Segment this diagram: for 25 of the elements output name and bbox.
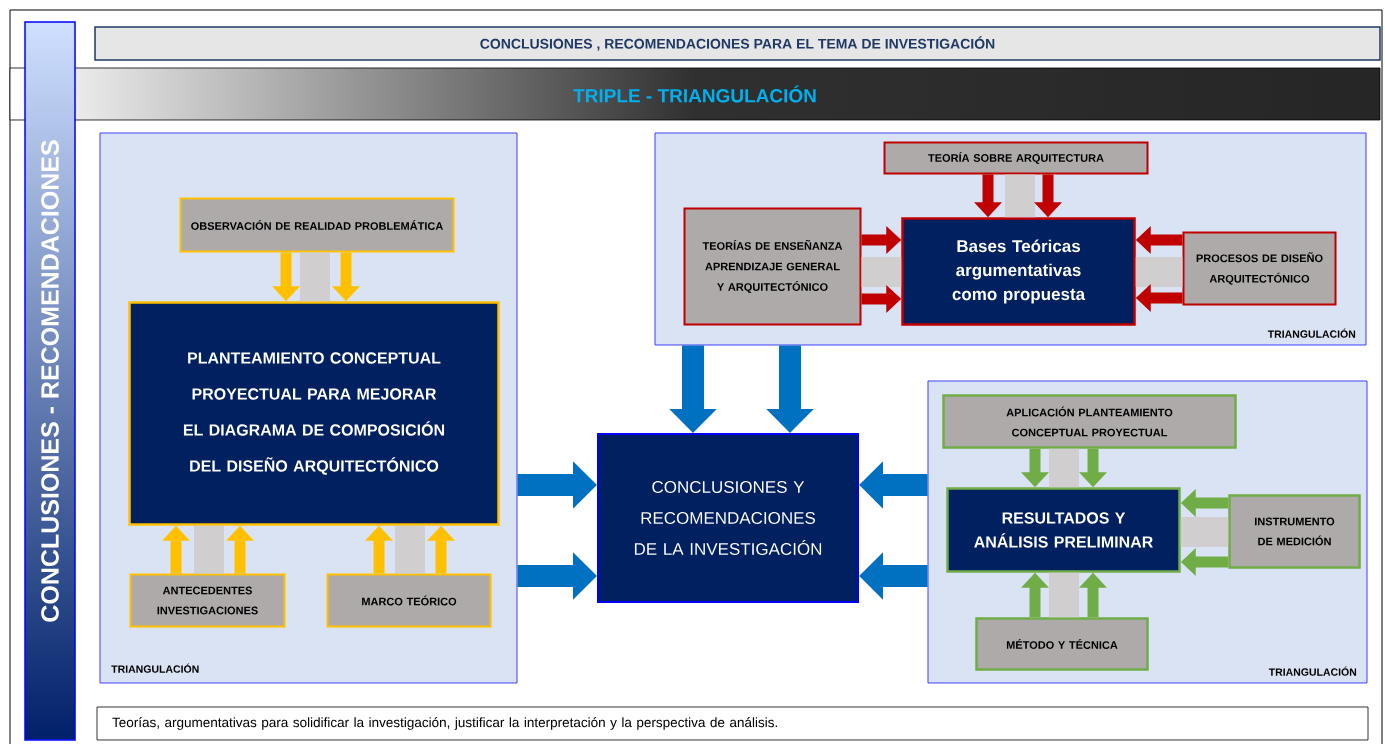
connector-band [1049,448,1079,488]
source-box: MARCO TEÓRICO [326,573,492,628]
note-box: Teorías, argumentativas para solidificar la investigación, justificar la interpretación y la perspectiva de análisis. [96,706,1369,741]
connector-band [861,257,902,287]
proposal-box: Bases Teóricas argumentativas como propuesta [901,217,1136,326]
connector-band [1180,517,1229,547]
source-box: ANTECEDENTES INVESTIGACIONES [129,573,286,628]
connector-band [1005,174,1035,218]
source-box: TEORÍA SOBRE ARQUITECTURA [883,141,1149,175]
source-box: INSTRUMENTO DE MEDICIÓN [1228,494,1361,569]
connector-band [395,525,425,574]
source-box: PROCESOS DE DISEÑO ARQUITECTÓNICO [1182,231,1337,306]
connector-band [1135,257,1183,287]
connector-band [300,252,330,302]
connector-band [194,525,224,574]
concept-box: PLANTEAMIENTO CONCEPTUAL PROYECTUAL PARA MEJORAR EL DIAGRAMA DE COMPOSICIÓN DEL DISEÑO ARQUITECTÓNICO [128,301,500,526]
source-box: TEORÍAS DE ENSEÑANZA APRENDIZAJE GENERAL Y ARQUITECTÓNICO [683,207,862,326]
title-bar: CONCLUSIONES , RECOMENDACIONES PARA EL TEMA DE INVESTIGACIÓN [94,26,1381,61]
connector-band [1049,572,1079,618]
source-box: OBSERVACIÓN DE REALIDAD PROBLEMÁTICA [179,197,455,253]
source-box: APLICACIÓN PLANTEAMIENTO CONCEPTUAL PROYECTUAL [942,394,1237,449]
source-box: MÉTODO Y TÉCNICA [975,617,1149,671]
conclusion-box: CONCLUSIONES Y RECOMENDACIONES DE LA INVESTIGACIÓN [597,433,859,603]
side-band: CONCLUSIONES - RECOMENDACIONES [24,21,76,741]
result-box: RESULTADOS Y ANÁLISIS PRELIMINAR [946,487,1181,573]
